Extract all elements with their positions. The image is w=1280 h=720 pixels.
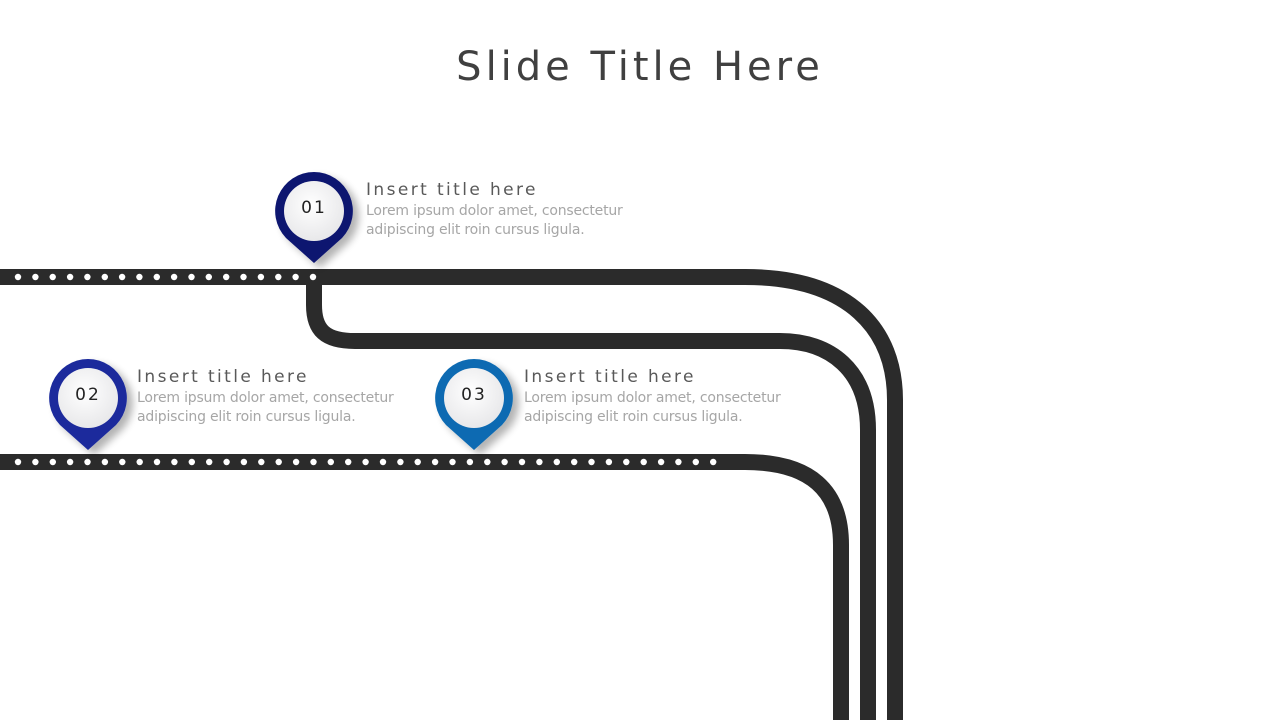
road-dot	[49, 273, 56, 281]
road-dot	[675, 458, 682, 466]
road-dot	[66, 273, 74, 281]
road-dot	[206, 458, 213, 466]
road-dot	[170, 273, 178, 281]
road-dot	[345, 458, 352, 466]
road-dot	[14, 273, 22, 281]
step-3-title: Insert title here	[524, 367, 696, 387]
road-dot	[188, 458, 195, 466]
road-dot	[657, 458, 665, 466]
road-dot	[710, 458, 717, 466]
road-dot	[223, 273, 230, 281]
step-1-title: Insert title here	[366, 180, 538, 200]
step-3-description-line-2: adipiscing elit roin cursus ligula.	[524, 409, 743, 425]
road-dot	[66, 458, 74, 466]
step-2-description-line-2: adipiscing elit roin cursus ligula.	[137, 409, 356, 425]
road-dot	[501, 458, 508, 466]
road-dot	[275, 273, 282, 281]
road-dot	[571, 458, 578, 466]
road-dots-top	[14, 273, 317, 281]
step-3-text: Insert title here Lorem ipsum dolor amet…	[524, 366, 824, 427]
road-dot	[223, 458, 230, 466]
road-dot	[136, 273, 143, 281]
road-dots-bottom	[14, 458, 717, 466]
road-dot	[623, 458, 630, 466]
road-dot	[119, 458, 126, 466]
step-2-pin: 02	[48, 359, 128, 451]
step-3-number: 03	[461, 385, 487, 405]
road-dot	[240, 273, 247, 281]
road-dot	[84, 458, 91, 466]
road-dot	[32, 273, 39, 281]
road-dot	[518, 458, 526, 466]
road-dot	[118, 273, 126, 281]
road-dot	[14, 458, 22, 466]
road-dot	[292, 458, 300, 466]
map-pin-icon	[49, 359, 127, 450]
road-dot	[240, 458, 248, 466]
step-3-description: Lorem ipsum dolor amet, consectetur adip…	[524, 389, 824, 427]
step-1-text: Insert title here Lorem ipsum dolor amet…	[366, 179, 666, 240]
road-dot	[588, 458, 595, 466]
road-dot	[397, 458, 404, 466]
map-pin-icon	[435, 359, 513, 450]
step-3-pin: 03	[434, 359, 514, 451]
road-bottom	[0, 454, 849, 720]
road-dot	[431, 458, 439, 466]
road-dot	[258, 458, 265, 466]
road-dot	[275, 458, 282, 466]
road-dot	[309, 273, 317, 281]
road-dot	[205, 273, 212, 281]
road-dot	[362, 458, 369, 466]
step-2-description: Lorem ipsum dolor amet, consectetur adip…	[137, 389, 437, 427]
step-1-number: 01	[301, 198, 327, 218]
road-dot	[640, 458, 647, 466]
step-1-description-line-2: adipiscing elit roin cursus ligula.	[366, 222, 585, 238]
map-pin-icon	[275, 172, 353, 263]
road-dot	[257, 273, 265, 281]
road-dot	[32, 458, 39, 466]
road-dot	[449, 458, 456, 466]
road-dot	[414, 458, 421, 466]
road-dot	[466, 458, 474, 466]
road-dot	[188, 273, 195, 281]
slide-title: Slide Title Here	[456, 44, 824, 90]
step-2-title: Insert title here	[137, 367, 309, 387]
road-dot	[153, 273, 160, 281]
road-dot	[536, 458, 543, 466]
step-1-description-line-1: Lorem ipsum dolor amet, consectetur	[366, 203, 623, 219]
road-branch	[306, 277, 876, 720]
road-dot	[136, 458, 143, 466]
road-dot	[379, 458, 387, 466]
road-dot	[171, 458, 178, 466]
road-dot	[692, 458, 699, 466]
road-dot	[84, 273, 91, 281]
road-dot	[101, 458, 109, 466]
step-1-pin: 01	[274, 172, 354, 264]
road-dot	[605, 458, 613, 466]
road-dot	[292, 273, 299, 281]
road-dot	[49, 458, 56, 466]
road-dot	[484, 458, 491, 466]
step-2-description-line-1: Lorem ipsum dolor amet, consectetur	[137, 390, 394, 406]
road-dot	[153, 458, 161, 466]
road-dot	[553, 458, 560, 466]
step-1-description: Lorem ipsum dolor amet, consectetur adip…	[366, 202, 666, 240]
step-3-description-line-1: Lorem ipsum dolor amet, consectetur	[524, 390, 781, 406]
step-2-text: Insert title here Lorem ipsum dolor amet…	[137, 366, 437, 427]
road-dot	[101, 273, 109, 281]
road-top	[0, 269, 903, 720]
road-dot	[327, 458, 334, 466]
step-2-number: 02	[75, 385, 101, 405]
road-dot	[310, 458, 317, 466]
